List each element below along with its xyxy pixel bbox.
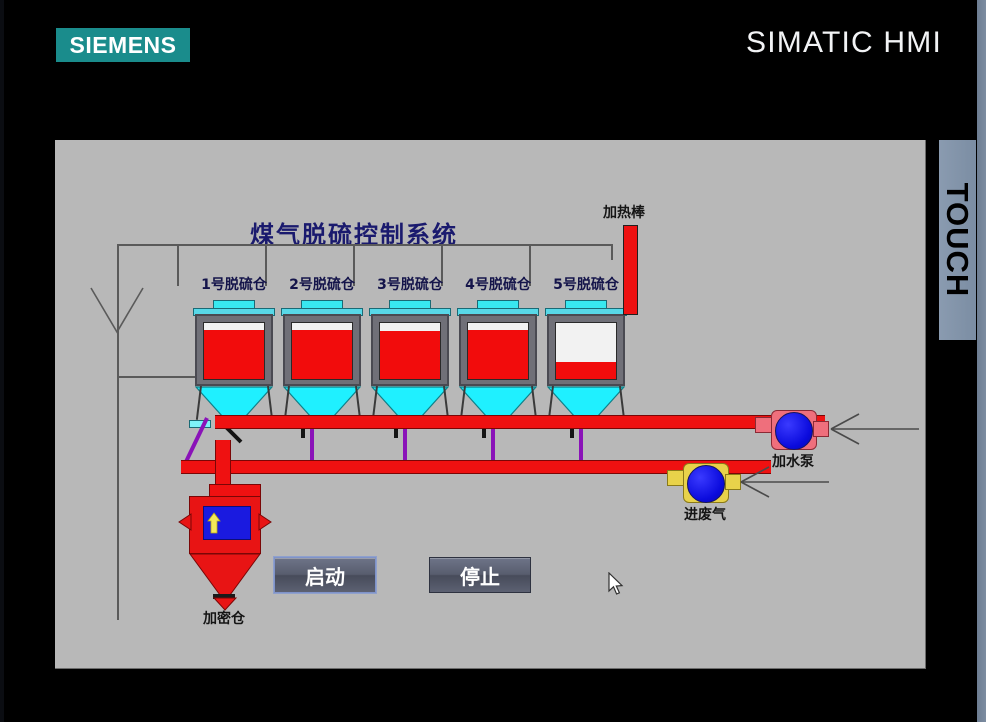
densifier-indicator-panel [203, 506, 251, 540]
tank-3-hopper [371, 386, 449, 418]
tank-2-body [283, 314, 361, 386]
tank-5-lower-drop [579, 418, 583, 462]
tank-1-fill [204, 329, 264, 379]
title-bracket-tick-6 [611, 244, 613, 260]
lower-process-pipe [181, 460, 771, 474]
tank-4-fill [468, 329, 528, 379]
tank-3-lower-drop [403, 418, 407, 462]
siemens-logo: SIEMENS [56, 28, 190, 62]
pump-exhaust-flow-arrow-icon [740, 466, 829, 498]
densifier-discharge-flange [213, 594, 235, 599]
siemens-logo-text: SIEMENS [69, 31, 177, 58]
tank-4-hopper [459, 386, 537, 418]
tank-4-lower-drop [491, 418, 495, 462]
densifier-up-arrow-icon [207, 512, 221, 534]
title-bracket-horizontal [117, 244, 613, 246]
tank-2-level-gauge [291, 322, 353, 380]
left-arrowhead-icon [90, 287, 144, 334]
tank-2-label: 2号脱硫仓 [289, 277, 355, 293]
pump-water[interactable]: 加水泵 [755, 405, 841, 470]
pump-exhaust[interactable]: 进废气 [667, 458, 753, 523]
tank-5-body [547, 314, 625, 386]
left-annotation-branch [117, 376, 233, 378]
pump-exhaust-impeller [687, 465, 725, 503]
touch-label: TOUCH [940, 182, 976, 298]
tank-1-foot-left [189, 420, 211, 428]
tank-1-level-gauge [203, 322, 265, 380]
pump-water-outlet-flange [813, 421, 829, 437]
title-bracket-tick-3 [353, 244, 355, 286]
upper-process-pipe [215, 415, 825, 429]
hmi-screen[interactable]: 煤气脱硫控制系统 1号脱硫仓 [55, 140, 926, 669]
tank-3-label: 3号脱硫仓 [377, 277, 443, 293]
tank-2-fill [292, 329, 352, 379]
mouse-cursor-icon [608, 572, 624, 595]
tank-5-hopper [547, 386, 625, 418]
tank-1-hopper [195, 386, 273, 418]
title-bracket-tick-1 [177, 244, 179, 286]
tank-1-lower-diagonal [181, 417, 209, 469]
tank-1-label: 1号脱硫仓 [201, 277, 267, 293]
densifier-nozzle-left [178, 513, 192, 531]
tank-5-fill [556, 362, 616, 379]
stop-button[interactable]: 停止 [429, 557, 531, 593]
tank-3-level-gauge [379, 322, 441, 380]
panel-title: SIMATIC HMI [746, 26, 942, 59]
pump-water-flow-arrow-icon [830, 413, 919, 445]
pump-water-impeller [775, 412, 813, 450]
heater-rod [623, 225, 638, 315]
tank-5-level-gauge [555, 322, 617, 380]
tank-1-body [195, 314, 273, 386]
tank-4-body [459, 314, 537, 386]
densifier-label: 加密仓 [203, 611, 245, 627]
tank-3-body [371, 314, 449, 386]
densifier-feed-pipe [215, 440, 231, 488]
densifier-cone [189, 553, 261, 596]
pump-water-label: 加水泵 [772, 454, 814, 470]
touch-strip [939, 140, 976, 340]
tank-3-fill [380, 331, 440, 379]
tank-2-lower-drop [310, 418, 314, 462]
densifier-nozzle-right [258, 513, 272, 531]
bezel-left-edge [0, 0, 4, 722]
title-bracket-tick-2 [265, 244, 267, 286]
pump-exhaust-outlet-flange [725, 474, 741, 490]
title-bracket-tick-4 [441, 244, 443, 286]
densifier-discharge-tip [213, 597, 237, 611]
tank-4-label: 4号脱硫仓 [465, 277, 531, 293]
start-button[interactable]: 启动 [274, 557, 376, 593]
tank-5-label: 5号脱硫仓 [553, 277, 619, 293]
tank-2-hopper [283, 386, 361, 418]
pump-exhaust-label: 进废气 [684, 507, 726, 523]
bezel-right-edge [977, 0, 986, 722]
tank-4-level-gauge [467, 322, 529, 380]
title-bracket-tick-5 [529, 244, 531, 286]
heater-rod-label: 加热棒 [603, 205, 645, 221]
left-annotation-line [117, 244, 119, 620]
densifier-silo[interactable]: 加密仓 [175, 440, 273, 627]
